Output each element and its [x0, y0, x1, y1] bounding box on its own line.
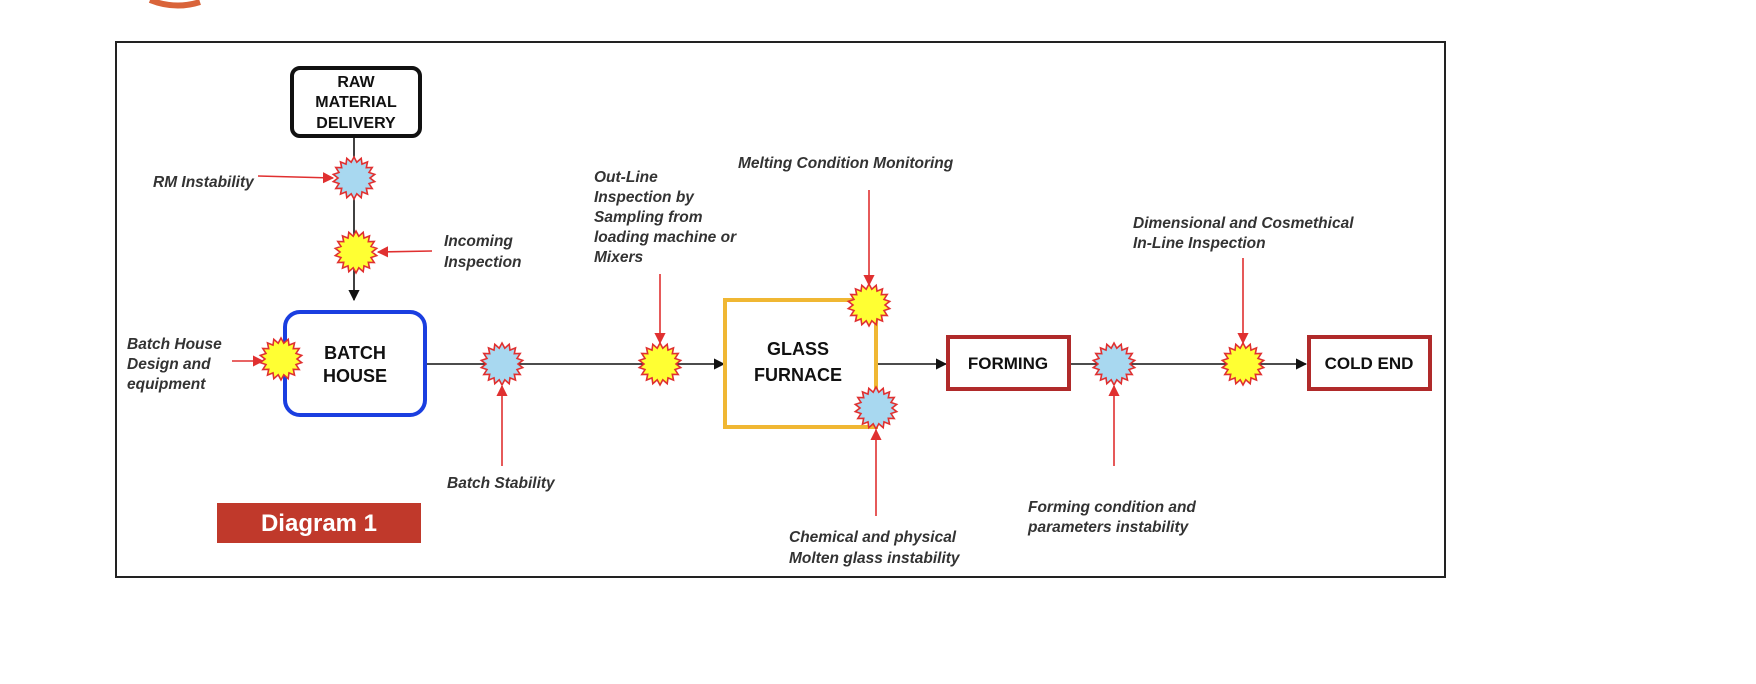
note-batch-stability: Batch Stability [447, 475, 556, 492]
note-incoming-inspection-line-2: Inspection [444, 254, 522, 271]
forming-label: FORMING [968, 354, 1048, 373]
outline-inspection-point-icon [637, 341, 683, 387]
rm-instability-point-icon-shape [331, 155, 377, 201]
note-dimensional-line-1: Dimensional and Cosmethical [1133, 215, 1354, 232]
outline-inspection-point-icon-shape [637, 341, 683, 387]
batch-stability-point-icon-shape [479, 341, 525, 387]
melting-condition-point-icon [846, 282, 892, 328]
glass-furnace-box: GLASS FURNACE [723, 298, 878, 429]
arrow-rm-instability [257, 172, 335, 184]
glass-furnace-label-line-2: FURNACE [754, 365, 842, 385]
inline-inspection-point-icon [1220, 341, 1266, 387]
note-incoming-inspection-line-1: Incoming [444, 233, 513, 250]
forming-box: FORMING [946, 335, 1071, 391]
note-dimensional-line-2: In-Line Inspection [1133, 235, 1266, 252]
raw-material-label-line-2: MATERIAL [315, 94, 397, 111]
cold-end-box: COLD END [1307, 335, 1432, 391]
note-melting-condition: Melting Condition Monitoring [738, 155, 954, 172]
note-outline-inspection-line-5: Mixers [594, 249, 643, 266]
note-incoming-inspection: Incoming Inspection [444, 233, 522, 271]
note-chemical-physical-line-2: Molten glass instability [789, 550, 961, 567]
raw-material-label-line-3: DELIVERY [316, 115, 396, 132]
note-forming-condition-line-1: Forming condition and [1028, 499, 1196, 516]
batch-house-label-line-2: HOUSE [323, 366, 387, 386]
diagram-badge-label: Diagram 1 [261, 510, 377, 537]
cold-end-label: COLD END [1325, 354, 1414, 373]
note-outline-inspection-line-2: Inspection by [594, 189, 695, 206]
forming-instability-point-icon-shape [1091, 341, 1137, 387]
incoming-inspection-point-icon [333, 229, 379, 275]
note-dimensional-cosmetical: Dimensional and Cosmethical In-Line Insp… [1133, 215, 1354, 252]
rm-instability-point-icon [331, 155, 377, 201]
starburst-markers [258, 155, 1266, 431]
forming-instability-point-icon [1091, 341, 1137, 387]
note-outline-inspection-line-3: Sampling from [594, 209, 703, 226]
molten-glass-instability-point-icon-shape [853, 385, 899, 431]
note-batch-house-design-line-1: Batch House [127, 336, 222, 353]
note-batch-stability-line-1: Batch Stability [447, 475, 556, 492]
note-melting-condition-line-1: Melting Condition Monitoring [738, 155, 954, 172]
note-chemical-physical: Chemical and physical Molten glass insta… [789, 529, 961, 567]
annotation-arrows [232, 172, 1249, 516]
note-outline-inspection-line-4: loading machine or [594, 229, 737, 246]
note-batch-house-design-line-2: Design and [127, 356, 211, 373]
note-batch-house-design-line-3: equipment [127, 376, 206, 393]
note-rm-instability: RM Instability [153, 174, 255, 191]
raw-material-label-line-1: RAW [337, 74, 375, 91]
batch-house-design-point-icon-shape [258, 336, 304, 382]
batch-house-box: BATCH HOUSE [283, 310, 427, 417]
top-fragment [148, 0, 201, 9]
note-rm-instability-line-1: RM Instability [153, 174, 255, 191]
note-outline-inspection-line-1: Out-Line [594, 169, 658, 186]
inline-inspection-point-icon-shape [1220, 341, 1266, 387]
arrow-incoming-inspection [376, 246, 433, 258]
raw-material-delivery-box: RAW MATERIAL DELIVERY [290, 66, 422, 138]
molten-glass-instability-point-icon [853, 385, 899, 431]
note-chemical-physical-line-1: Chemical and physical [789, 529, 957, 546]
batch-house-design-point-icon [258, 336, 304, 382]
note-batch-house-design: Batch House Design and equipment [127, 336, 222, 393]
diagram-badge: Diagram 1 [217, 503, 421, 543]
batch-stability-point-icon [479, 341, 525, 387]
melting-condition-point-icon-shape [846, 282, 892, 328]
incoming-inspection-point-icon-shape [333, 229, 379, 275]
note-forming-condition-line-2: parameters instability [1027, 519, 1190, 536]
note-forming-condition: Forming condition and parameters instabi… [1027, 499, 1196, 536]
batch-house-label-line-1: BATCH [324, 343, 386, 363]
note-outline-inspection: Out-Line Inspection by Sampling from loa… [594, 169, 737, 266]
glass-furnace-label-line-1: GLASS [767, 339, 829, 359]
